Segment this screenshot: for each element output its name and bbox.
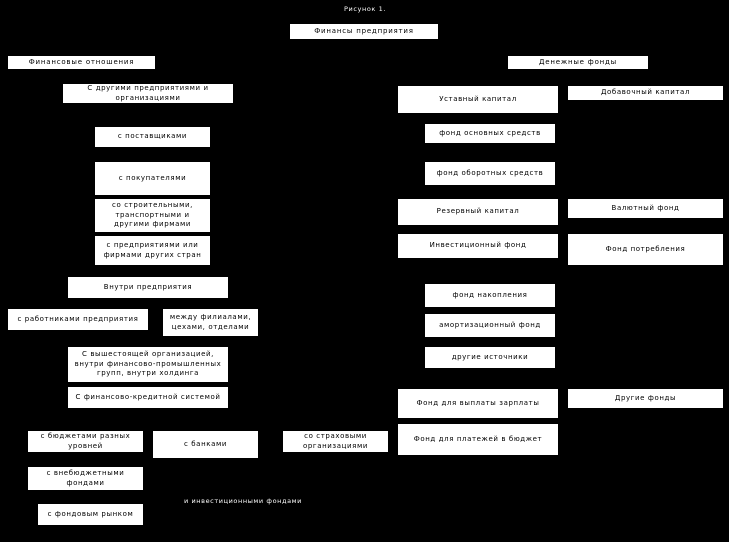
node-foreign-firms: с предприятиями или фирмами других стран [95,236,210,265]
node-branches-departments: между филиалами, цехами, отделами [163,309,258,336]
node-other-funds: Другие фонды [568,389,723,408]
node-working-capital-fund: фонд оборотных средств [425,162,555,185]
node-employees: с работниками предприятия [8,309,148,330]
node-buyers: с покупателями [95,162,210,195]
node-fixed-assets-fund: фонд основных средств [425,124,555,143]
node-budget-payments-fund: Фонд для платежей в бюджет [398,424,558,455]
node-extrabudgetary-funds: с внебюджетными фондами [28,467,143,490]
node-consumption-fund: Фонд потребления [568,234,723,265]
node-higher-organization: С вышестоящей организацией, внутри финан… [68,347,228,382]
node-other-enterprises: С другими предприятиями и организациями [63,84,233,103]
node-budgets: с бюджетами разных уровней [28,431,143,452]
node-salary-fund: Фонд для выплаты зарплаты [398,389,558,418]
node-currency-fund: Валютный фонд [568,199,723,218]
node-amortization-fund: амортизационный фонд [425,314,555,337]
figure-caption: Рисунок 1. [344,5,386,13]
node-credit-system: С финансово-кредитной системой [68,387,228,408]
node-reserve-capital: Резервный капитал [398,199,558,225]
node-inside-enterprise: Внутри предприятия [68,277,228,298]
right-column-header: Денежные фонды [508,56,648,69]
left-column-header: Финансовые отношения [8,56,155,69]
node-investment-fund: Инвестиционный фонд [398,234,558,258]
node-banks: с банками [153,431,258,458]
node-additional-capital: Добавочный капитал [568,86,723,100]
node-stock-market: с фондовым рынком [38,504,143,525]
node-insurance-organizations: со страховыми организациями [283,431,388,452]
node-accumulation-fund: фонд накопления [425,284,555,307]
node-authorized-capital: Уставный капитал [398,86,558,113]
diagram-title-box: Финансы предприятия [290,24,438,39]
node-construction-transport-firms: со строительными, транспортными и другим… [95,199,210,232]
node-suppliers: с поставщиками [95,127,210,147]
footnote-investment-funds: и инвестиционными фондами [183,497,303,505]
node-other-sources: другие источники [425,347,555,368]
